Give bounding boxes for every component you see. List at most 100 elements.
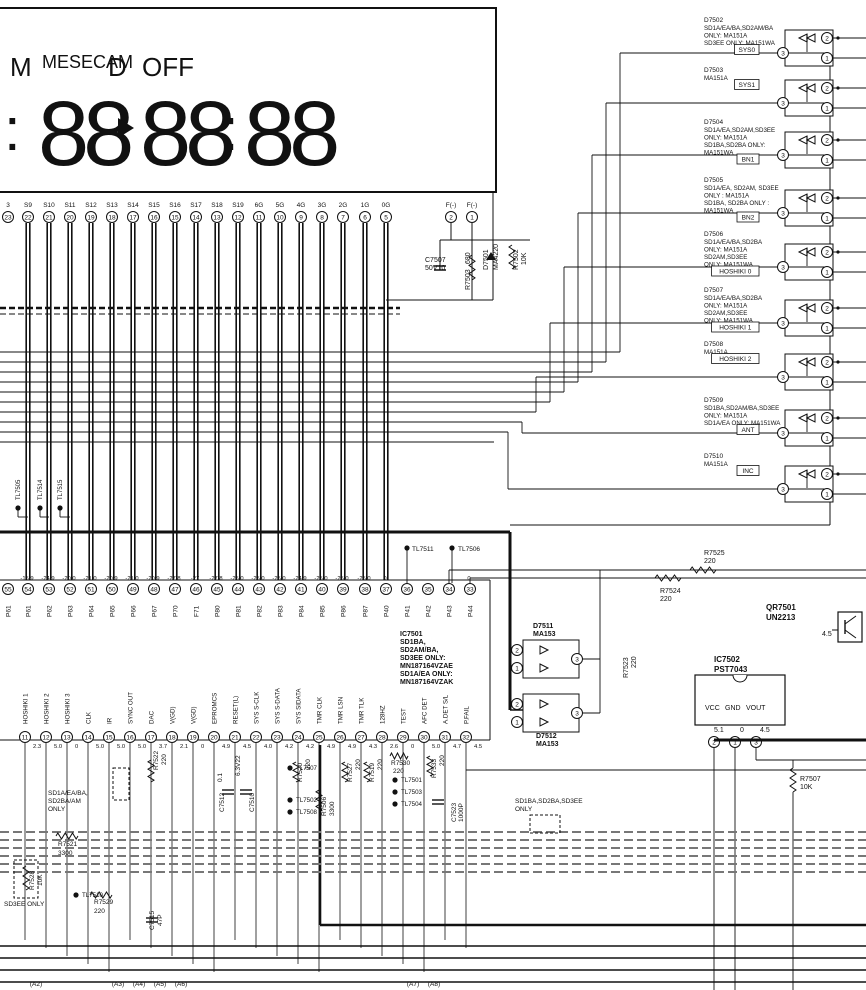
diode-pin3-3-num: 3 xyxy=(781,211,785,218)
mid-label-0: P61 xyxy=(26,605,33,617)
diode-pin1-6 xyxy=(821,376,833,388)
r7530-zig xyxy=(389,751,409,761)
diode-tag-box-3 xyxy=(736,211,760,223)
diode-ref-8: D7510 xyxy=(704,453,724,460)
qr7501-box xyxy=(837,611,863,643)
bus-13 xyxy=(298,223,304,580)
mid-label-leading: P61 xyxy=(6,605,13,617)
bot-pin-11-num: 22 xyxy=(252,735,260,742)
diode-note-0-0: SD1A/EA/BA,SD2AM/BA xyxy=(704,25,774,32)
diode-note-3-3: MA151WA xyxy=(704,208,734,215)
r7503-value: 680 xyxy=(465,252,472,264)
mid-pin-18-num: 36 xyxy=(403,587,411,594)
mid-pin-19 xyxy=(422,583,434,595)
bot-pin-20 xyxy=(439,731,451,743)
bot-tl-label-6: TL7510 xyxy=(82,892,104,899)
bot-volt-16: 4.3 xyxy=(369,744,377,750)
diode-pin1-8-num: 1 xyxy=(825,492,829,499)
top-right-parts: C7507 50V10 R7503 680 D7501 MA4220 R7502… xyxy=(425,244,528,290)
top-pin-8-num: 14 xyxy=(192,215,200,222)
r7520-value: 220 xyxy=(305,759,312,770)
diode-pin1-5-num: 1 xyxy=(825,326,829,333)
c7512-ref: C7512 xyxy=(219,792,226,812)
d7511-value: MA153 xyxy=(533,631,556,638)
mid-volt-9: -27.8 xyxy=(209,576,222,582)
r7521-value: 3300 xyxy=(58,850,73,857)
r7533-zig xyxy=(425,755,435,777)
top-pin-19 xyxy=(466,211,478,223)
mid-label-15: P86 xyxy=(341,605,348,617)
mid-pin-4 xyxy=(106,583,118,595)
bot-pin-10-num: 21 xyxy=(231,735,239,742)
mid-pin-11-num: 43 xyxy=(255,587,263,594)
r7529-value: 220 xyxy=(94,908,105,915)
diode-pin2-6-num: 2 xyxy=(825,360,829,367)
diode-note-2-3: MA151WA xyxy=(704,150,734,157)
top-label-4: S13 xyxy=(106,202,118,209)
ic7502-volt-1: 5.1 xyxy=(714,727,724,734)
bot-tl-dot-0 xyxy=(287,765,293,771)
mid-label-16: P87 xyxy=(363,605,370,617)
diode-tag-2: BN1 xyxy=(742,157,755,164)
top-label-16: 1G xyxy=(361,202,370,209)
bus-8 xyxy=(193,223,199,580)
r7522-zig xyxy=(147,759,155,783)
mid-pin-0 xyxy=(22,583,34,595)
diode-tag-box-5 xyxy=(711,321,760,333)
top-pin-1 xyxy=(43,211,55,223)
bus-5 xyxy=(130,223,136,580)
diode-pin3-4 xyxy=(777,261,789,273)
diode-note-4-3: ONLY: MA151WA xyxy=(704,262,754,269)
top-pin-13 xyxy=(295,211,307,223)
bot-tl-label-5: TL7504 xyxy=(401,801,423,808)
diode-b-2 xyxy=(805,135,816,145)
bus-11 xyxy=(256,223,262,580)
diode-out-dot-6 xyxy=(836,360,840,364)
r7507-zig xyxy=(789,767,797,793)
diode-pin3-4-num: 3 xyxy=(781,265,785,272)
bot-label-2: HOSHIKI 3 xyxy=(65,693,72,724)
diode-pin1-1 xyxy=(821,102,833,114)
bot-pin-7 xyxy=(166,731,178,743)
bot-pin-15-num: 26 xyxy=(336,735,344,742)
bot-volt-14: 4.9 xyxy=(327,744,335,750)
note-sd1a-line3: ONLY xyxy=(48,806,66,813)
top-pin-18 xyxy=(445,211,457,223)
bot-pin-15 xyxy=(334,731,346,743)
diode-note-5-0: SD1A/EA/BA,SD2BA xyxy=(704,295,763,302)
d7512-diode-a xyxy=(539,699,550,709)
bus-10 xyxy=(235,223,241,580)
c7523-value: 1000P xyxy=(458,803,465,822)
mid-pin-5-num: 49 xyxy=(129,587,137,594)
lcd-digit-group-1: 88 xyxy=(38,83,131,185)
bot-label-12: SYS S-DATA xyxy=(275,687,282,724)
top-label-14: 3G xyxy=(318,202,327,209)
top-pin-2-num: 20 xyxy=(66,215,74,222)
diode-b-4 xyxy=(805,247,816,257)
mid-label-13: P84 xyxy=(299,605,306,617)
bus-6 xyxy=(151,223,157,580)
bot-volt-19: 5.0 xyxy=(432,744,440,750)
r7522-ref: R7522 xyxy=(153,750,160,770)
ic7502-pin-0-num: 2 xyxy=(712,740,716,747)
right-middle-parts: D7511 MA153 D7512 MA153 R7525 220 R7524 … xyxy=(533,550,832,791)
lcd-mode-m: M xyxy=(10,52,32,82)
mid-label-18: P41 xyxy=(405,605,412,617)
bot-pin-14-num: 25 xyxy=(315,735,323,742)
bot-volt-3: 5.0 xyxy=(96,744,104,750)
mid-volt-3: -21.0 xyxy=(83,576,96,582)
mid-pin-6 xyxy=(148,583,160,595)
bot-label-1: HOSHIKI 2 xyxy=(44,693,51,724)
mid-volt-4: -20.9 xyxy=(104,576,117,582)
r7533-ref: R7533 xyxy=(431,758,438,778)
bot-pin-13 xyxy=(292,731,304,743)
top-pin-18-num: 2 xyxy=(449,215,453,222)
diode-tag-box-1 xyxy=(734,79,760,90)
d7511-ref: D7511 xyxy=(533,623,553,630)
mid-pin-10 xyxy=(232,583,244,595)
mid-pin-11 xyxy=(253,583,265,595)
top-label-1: S10 xyxy=(43,202,55,209)
c7515-value: 47P xyxy=(157,914,164,926)
